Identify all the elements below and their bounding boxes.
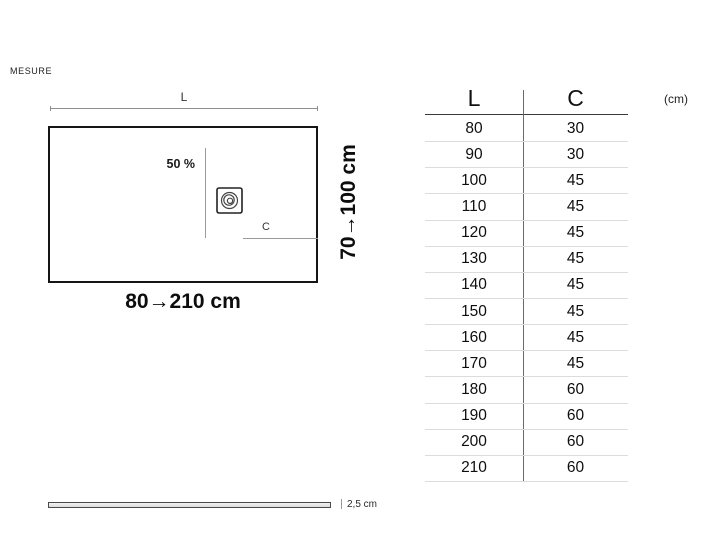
length-dim-label: L — [180, 90, 188, 104]
cell-c: 45 — [566, 302, 585, 320]
drain-dim-label: C — [262, 221, 270, 233]
cell-l: 160 — [461, 328, 487, 346]
cell-c: 45 — [566, 276, 585, 294]
cell-l: 150 — [461, 302, 487, 320]
cell-c: 60 — [566, 459, 585, 477]
cell-c: 30 — [566, 145, 585, 163]
table-header-l: L — [467, 85, 481, 111]
cell-l: 180 — [461, 380, 487, 398]
cell-l: 170 — [461, 354, 487, 372]
cell-c: 60 — [566, 380, 585, 398]
cell-c: 60 — [566, 407, 585, 425]
cell-c: 60 — [566, 433, 585, 451]
table-row: 150 45 — [425, 299, 628, 326]
table-row: 200 60 — [425, 430, 628, 456]
table-row: 160 45 — [425, 325, 628, 352]
width-range-label: 70→100 cm — [337, 144, 360, 260]
cell-c: 45 — [566, 171, 585, 189]
length-dim-tick-right — [317, 106, 318, 111]
length-range-label: 80→210 cm — [125, 290, 241, 313]
table-row: 100 45 — [425, 168, 628, 195]
table-row: 110 45 — [425, 194, 628, 221]
table-row: 120 45 — [425, 221, 628, 247]
cell-l: 140 — [461, 276, 487, 294]
table-row: 210 60 — [425, 456, 628, 482]
cell-l: 80 — [465, 119, 483, 137]
drain-dim-line — [243, 238, 318, 239]
cell-l: 100 — [461, 171, 487, 189]
cell-l: 110 — [461, 197, 487, 215]
table-row: 170 45 — [425, 351, 628, 378]
thickness-label: 2,5 cm — [347, 499, 378, 510]
table-row: 130 45 — [425, 247, 628, 273]
length-dim-tick-left — [50, 106, 51, 111]
cell-l: 210 — [461, 459, 487, 477]
table-row: 90 30 — [425, 142, 628, 169]
drain-icon — [216, 187, 243, 214]
cell-l: 120 — [461, 224, 487, 242]
table-row: 190 60 — [425, 404, 628, 430]
slope-label: 50 % — [166, 157, 196, 171]
unit-label: (cm) — [664, 92, 688, 106]
table-header-c: C — [567, 85, 584, 111]
cell-c: 30 — [566, 119, 585, 137]
cell-c: 45 — [566, 354, 585, 372]
table-row: 180 60 — [425, 377, 628, 404]
thickness-tick — [341, 499, 342, 509]
length-dim-line — [50, 108, 318, 109]
table-column-divider — [523, 90, 524, 482]
table-row: 140 45 — [425, 273, 628, 299]
cell-c: 45 — [566, 250, 585, 268]
cell-c: 45 — [566, 224, 585, 242]
cell-l: 200 — [461, 433, 487, 451]
tray-outline — [48, 126, 318, 283]
cell-l: 90 — [465, 145, 483, 163]
cell-c: 45 — [566, 197, 585, 215]
slope-line — [205, 148, 206, 238]
page-title: MESURE — [10, 66, 53, 76]
table-row: 80 30 — [425, 116, 628, 143]
tray-side-profile — [48, 502, 331, 508]
cell-l: 190 — [461, 407, 487, 425]
table-header-underline — [425, 114, 628, 115]
cell-c: 45 — [566, 328, 585, 346]
cell-l: 130 — [461, 250, 487, 268]
